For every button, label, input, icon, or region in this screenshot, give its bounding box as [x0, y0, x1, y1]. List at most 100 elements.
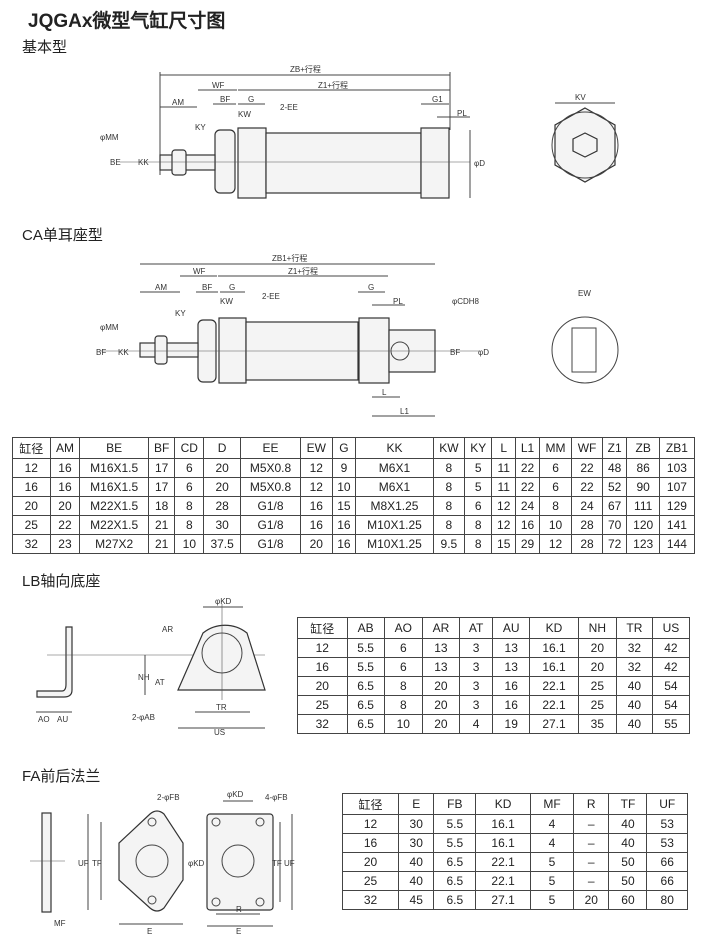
table-cell: 27.1 [529, 714, 579, 734]
table-cell: 8 [174, 496, 205, 516]
table-cell: 60 [608, 890, 648, 910]
dimension-label: KK [138, 158, 149, 167]
dimension-label: AM [172, 98, 184, 107]
table-cell: 16 [49, 458, 81, 478]
dimension-label: WF [212, 81, 225, 90]
table-cell: 16 [331, 515, 357, 535]
column-header: E [397, 793, 435, 815]
column-header: US [651, 617, 691, 639]
table-cell: 21 [148, 534, 176, 554]
table-cell: – [573, 871, 610, 891]
table-cell: M22X1.5 [79, 496, 150, 516]
table-cell: 28 [571, 515, 603, 535]
table-cell: M8X1.25 [355, 496, 434, 516]
table-cell: 52 [601, 477, 628, 497]
table-cell: 5 [529, 871, 575, 891]
dimension-label: Z1+行程 [318, 80, 348, 90]
dimension-label: E [147, 927, 152, 936]
table-cell: 20 [421, 695, 460, 715]
dimension-label: φKD [215, 597, 232, 606]
column-header: ZB [626, 437, 660, 459]
ca-cylinder-drawing: ZB1+行程 Z1+行程 WF AM BF G 2-EE KW KY φMM B… [96, 253, 619, 417]
table-cell: 30 [397, 814, 435, 834]
dimension-label: E [236, 927, 241, 936]
dimension-label: ZB1+行程 [272, 253, 307, 263]
dimension-label: KY [175, 309, 186, 318]
table-cell: 22.1 [529, 695, 579, 715]
table-cell: 16.1 [529, 657, 579, 677]
section-basic-title: 基本型 [22, 39, 68, 56]
column-header: EW [300, 437, 333, 459]
table-cell: 16 [492, 695, 531, 715]
dimension-label: BF [220, 95, 230, 104]
table-cell: 17 [148, 477, 176, 497]
table-cell: 53 [646, 814, 688, 834]
table-cell: 16 [297, 657, 348, 677]
table-cell: 42 [651, 657, 691, 677]
dimension-label: KK [118, 348, 129, 357]
table-cell: 120 [626, 515, 660, 535]
column-header: MF [529, 793, 575, 815]
dimension-label: KV [575, 93, 586, 102]
table-cell: 4 [458, 714, 494, 734]
table-cell: 12 [342, 814, 399, 834]
dimension-label: G [229, 283, 235, 292]
dimension-label: 2-φFB [157, 793, 180, 802]
dimension-label: UF [78, 859, 89, 868]
table-cell: 22.1 [475, 852, 531, 872]
dimension-label: R [236, 905, 242, 914]
dimension-label: BF [450, 348, 460, 357]
column-header: AU [492, 617, 531, 639]
table-cell: 15 [331, 496, 357, 516]
table-cell: 32 [297, 714, 348, 734]
dimension-label: KY [195, 123, 206, 132]
table-cell: 6.5 [433, 871, 477, 891]
table-cell: 16 [342, 833, 399, 853]
table-cell: 24 [571, 496, 603, 516]
table-cell: M10X1.25 [355, 534, 434, 554]
table-cell: 19 [492, 714, 531, 734]
table-cell: 53 [646, 833, 688, 853]
table-cell: 32 [342, 890, 399, 910]
table-cell: 40 [608, 814, 648, 834]
table-cell: 16 [515, 515, 540, 535]
table-cell: – [573, 833, 610, 853]
section-ca-title: CA单耳座型 [22, 227, 103, 244]
table-cell: 28 [571, 534, 603, 554]
table-cell: 40 [615, 695, 653, 715]
table-cell: 13 [492, 638, 531, 658]
table-cell: 12 [491, 515, 517, 535]
dimension-label: 4-φFB [265, 793, 288, 802]
dimension-label: WF [193, 267, 206, 276]
table-cell: 9.5 [432, 534, 466, 554]
table-cell: 13 [421, 657, 460, 677]
table-cell: 16 [300, 515, 333, 535]
table-cell: 6.5 [346, 695, 385, 715]
table-cell: 5.5 [433, 814, 477, 834]
table-cell: 20 [342, 852, 399, 872]
dimension-label: L [382, 388, 387, 397]
dimension-label: φD [478, 348, 489, 357]
table-cell: 50 [608, 871, 648, 891]
table-cell: 27.1 [475, 890, 531, 910]
table-cell: 5 [529, 890, 575, 910]
table-cell: 16 [331, 534, 357, 554]
table-cell: 111 [626, 496, 660, 516]
table-cell: 20 [203, 477, 241, 497]
table-cell: 6 [383, 638, 423, 658]
table-cell: 35 [577, 714, 617, 734]
table-cell: 6.5 [433, 890, 477, 910]
table-cell: 5.5 [433, 833, 477, 853]
dimension-label: KW [220, 297, 233, 306]
